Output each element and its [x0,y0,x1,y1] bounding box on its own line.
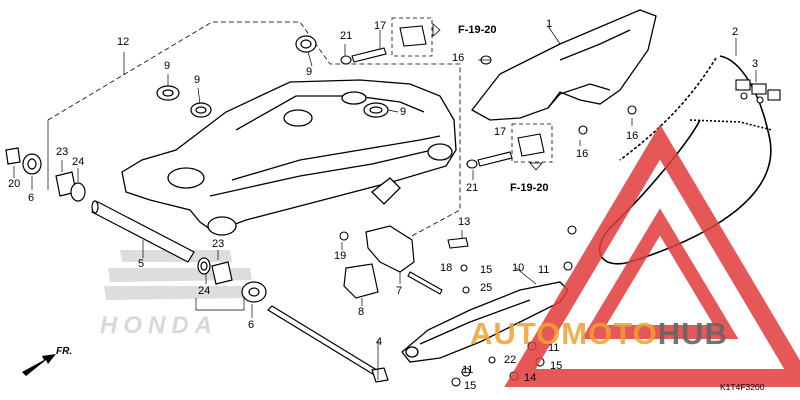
part-label-20: 20 [8,178,21,190]
pivot-pipe [91,200,195,263]
part-label-2: 2 [732,26,739,38]
part-label-24b: 24 [198,285,211,297]
drawing-code: K1T4F3200 [720,382,765,392]
watermark-text-part2: HUB [657,316,728,351]
watermark-text: AUTOMOTOHUB [470,316,728,352]
part-label-23b: 23 [212,238,225,250]
part-label-17b: 17 [494,126,507,138]
part-label-21a: 21 [340,30,353,42]
leader-lines [13,25,757,380]
part-label-22: 22 [504,354,517,366]
front-arrow [22,354,56,376]
part-label-13: 13 [458,216,471,228]
part-label-9d: 9 [400,106,407,118]
part-label-16c: 16 [626,130,639,142]
part-label-14: 14 [524,372,537,384]
part-label-23a: 23 [56,146,69,158]
small-fasteners [339,231,469,295]
part-label-6a: 6 [28,192,35,204]
part-label-19: 19 [334,250,347,262]
chain-case [471,9,657,121]
part-label-15a: 15 [480,264,493,276]
part-label-9b: 9 [194,74,201,86]
part-label-25: 25 [480,282,493,294]
part-label-15c: 15 [464,380,477,392]
bushings-9 [156,35,389,118]
collar-upper [340,25,427,65]
part-label-11b: 11 [548,342,560,354]
honda-mark-text: HONDA [100,312,218,339]
watermark-logo [504,124,800,387]
part-label-8: 8 [358,306,365,318]
part-label-4: 4 [376,336,383,348]
part-label-12: 12 [117,36,130,48]
part-label-5: 5 [138,258,145,270]
part-label-3: 3 [752,58,759,70]
reference-label-lower: F-19-20 [510,182,549,194]
pivot-parts-lower [197,257,267,303]
chain-joint [735,79,781,104]
part-label-15b: 15 [550,360,563,372]
part-label-1: 1 [546,18,553,30]
pivot-bolt [267,305,389,383]
part-label-16b: 16 [576,148,589,160]
part-label-21b: 21 [466,182,479,194]
part-label-11a: 11 [538,264,550,276]
reference-label-upper: F-19-20 [458,24,497,36]
part-label-18: 18 [440,262,453,274]
part-label-16a: 16 [452,52,465,64]
swingarm [121,79,457,236]
part-label-6b: 6 [248,319,255,331]
part-label-11c: 11 [462,364,474,376]
part-label-10: 10 [512,262,525,274]
swingarm-group-outline [47,21,461,239]
pivot-parts-left [5,147,86,202]
part-label-17a: 17 [374,20,387,32]
part-label-24a: 24 [72,156,85,168]
direction-label: FR. [56,346,73,357]
part-label-7: 7 [396,285,403,297]
watermark-text-part1: AUTOMOTO [470,316,658,351]
chain-slider [343,225,415,299]
part-label-9c: 9 [306,66,313,78]
part-label-9a: 9 [164,60,171,72]
guide-fasteners [451,225,577,387]
